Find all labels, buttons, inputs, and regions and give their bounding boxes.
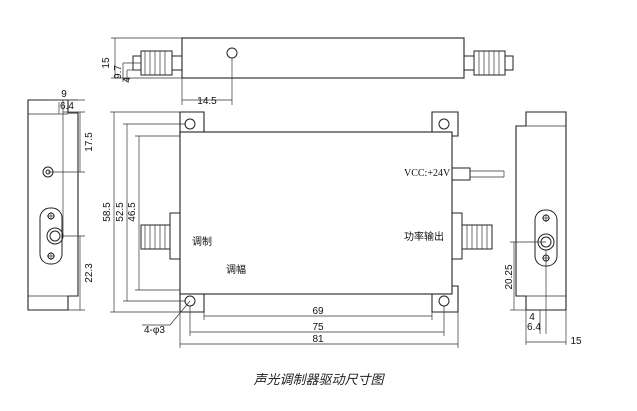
dim-right-height: 20.25 — [504, 264, 515, 289]
left-view: 9 6.4 17.5 22.3 — [27, 89, 95, 311]
dim-top-offset-a: 9.7 — [113, 65, 124, 79]
output-label: 功率输出 — [404, 230, 444, 243]
hole-spec-label: 4-φ3 — [144, 325, 165, 336]
figure-caption: 声光调制器驱动尺寸图 — [253, 373, 384, 388]
dim-right-b: 6.4 — [527, 322, 541, 333]
dim-len-inner: 69 — [312, 306, 324, 317]
vcc-label: VCC:+24V — [404, 168, 451, 179]
right-view: 20.25 4 6.4 15 — [504, 111, 582, 347]
dim-right-a: 4 — [529, 312, 535, 323]
dim-len-mid: 75 — [312, 322, 324, 333]
dim-top-hole-pos: 14.5 — [197, 96, 217, 107]
top-view: 15 9.7 4 14.5 — [101, 37, 514, 107]
input-label: 调制 — [192, 235, 212, 248]
dim-left-bottom: 22.3 — [84, 263, 95, 283]
dim-top-offset-b: 4 — [122, 77, 133, 83]
dim-height-mid: 52.5 — [115, 202, 126, 222]
front-view: VCC:+24V 调制 调幅 功率输出 58.5 52.5 46.5 — [102, 111, 505, 348]
dim-height-inner: 46.5 — [127, 202, 138, 222]
dim-right-width: 15 — [570, 336, 582, 347]
dim-left-inner: 6.4 — [60, 101, 74, 112]
dim-top-height: 15 — [101, 57, 112, 69]
dim-left-top: 17.5 — [84, 132, 95, 152]
dim-left-width: 9 — [61, 89, 67, 100]
dim-len-outer: 81 — [312, 334, 324, 345]
dim-height-outer: 58.5 — [102, 202, 113, 222]
amplitude-label: 调幅 — [226, 263, 246, 276]
